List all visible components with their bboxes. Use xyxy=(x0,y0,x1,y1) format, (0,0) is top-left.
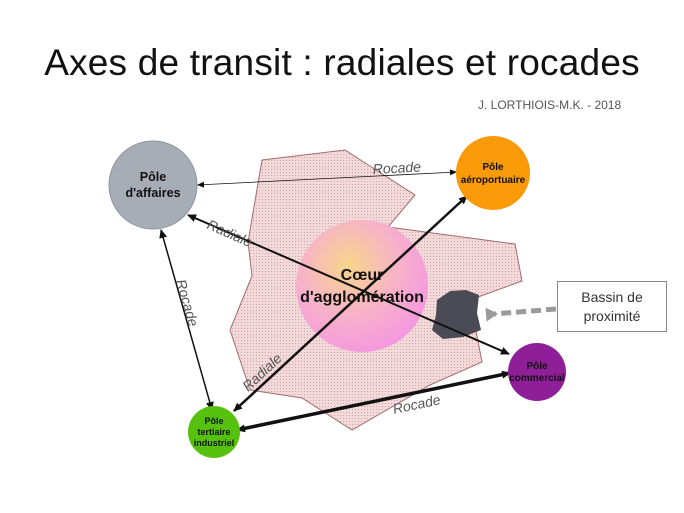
node-pole-aeroportuaire xyxy=(456,136,530,210)
rocade-affaires-tertiaire xyxy=(159,229,214,411)
node-commercial-line2: commercial xyxy=(509,373,565,384)
node-commercial-line1: Pôle xyxy=(526,361,548,372)
bassin-pointer-arrow xyxy=(485,306,557,322)
node-pole-commercial xyxy=(508,343,566,401)
label-radiale-top: Radiale xyxy=(205,216,255,250)
rocade-tertiaire-commercial xyxy=(236,370,511,433)
node-tertiaire-line1: Pôle xyxy=(204,416,223,426)
node-aeroport-line1: Pôle xyxy=(482,162,504,173)
node-tertiaire-line3: industriel xyxy=(194,438,235,448)
core-label-line1: Cœur xyxy=(341,267,384,284)
page-title: Axes de transit : radiales et rocades xyxy=(44,42,640,83)
label-rocade-left: Rocade xyxy=(173,277,202,328)
agglomeration-core xyxy=(296,220,428,352)
rocade-affaires-aeroport xyxy=(196,169,458,188)
node-tertiaire-line2: tertiaire xyxy=(197,427,230,437)
bassin-callout-box: Bassin de proximité xyxy=(557,281,667,332)
node-pole-affaires xyxy=(108,140,198,230)
node-affaires-line2: d'affaires xyxy=(125,186,180,200)
node-aeroport-line2: aéroportuaire xyxy=(461,175,526,186)
node-affaires-line1: Pôle xyxy=(140,170,166,184)
node-pole-tertiaire xyxy=(188,406,240,458)
label-rocade-top: Rocade xyxy=(372,158,421,177)
author-credit: J. LORTHIOIS-M.K. - 2018 xyxy=(478,98,622,112)
